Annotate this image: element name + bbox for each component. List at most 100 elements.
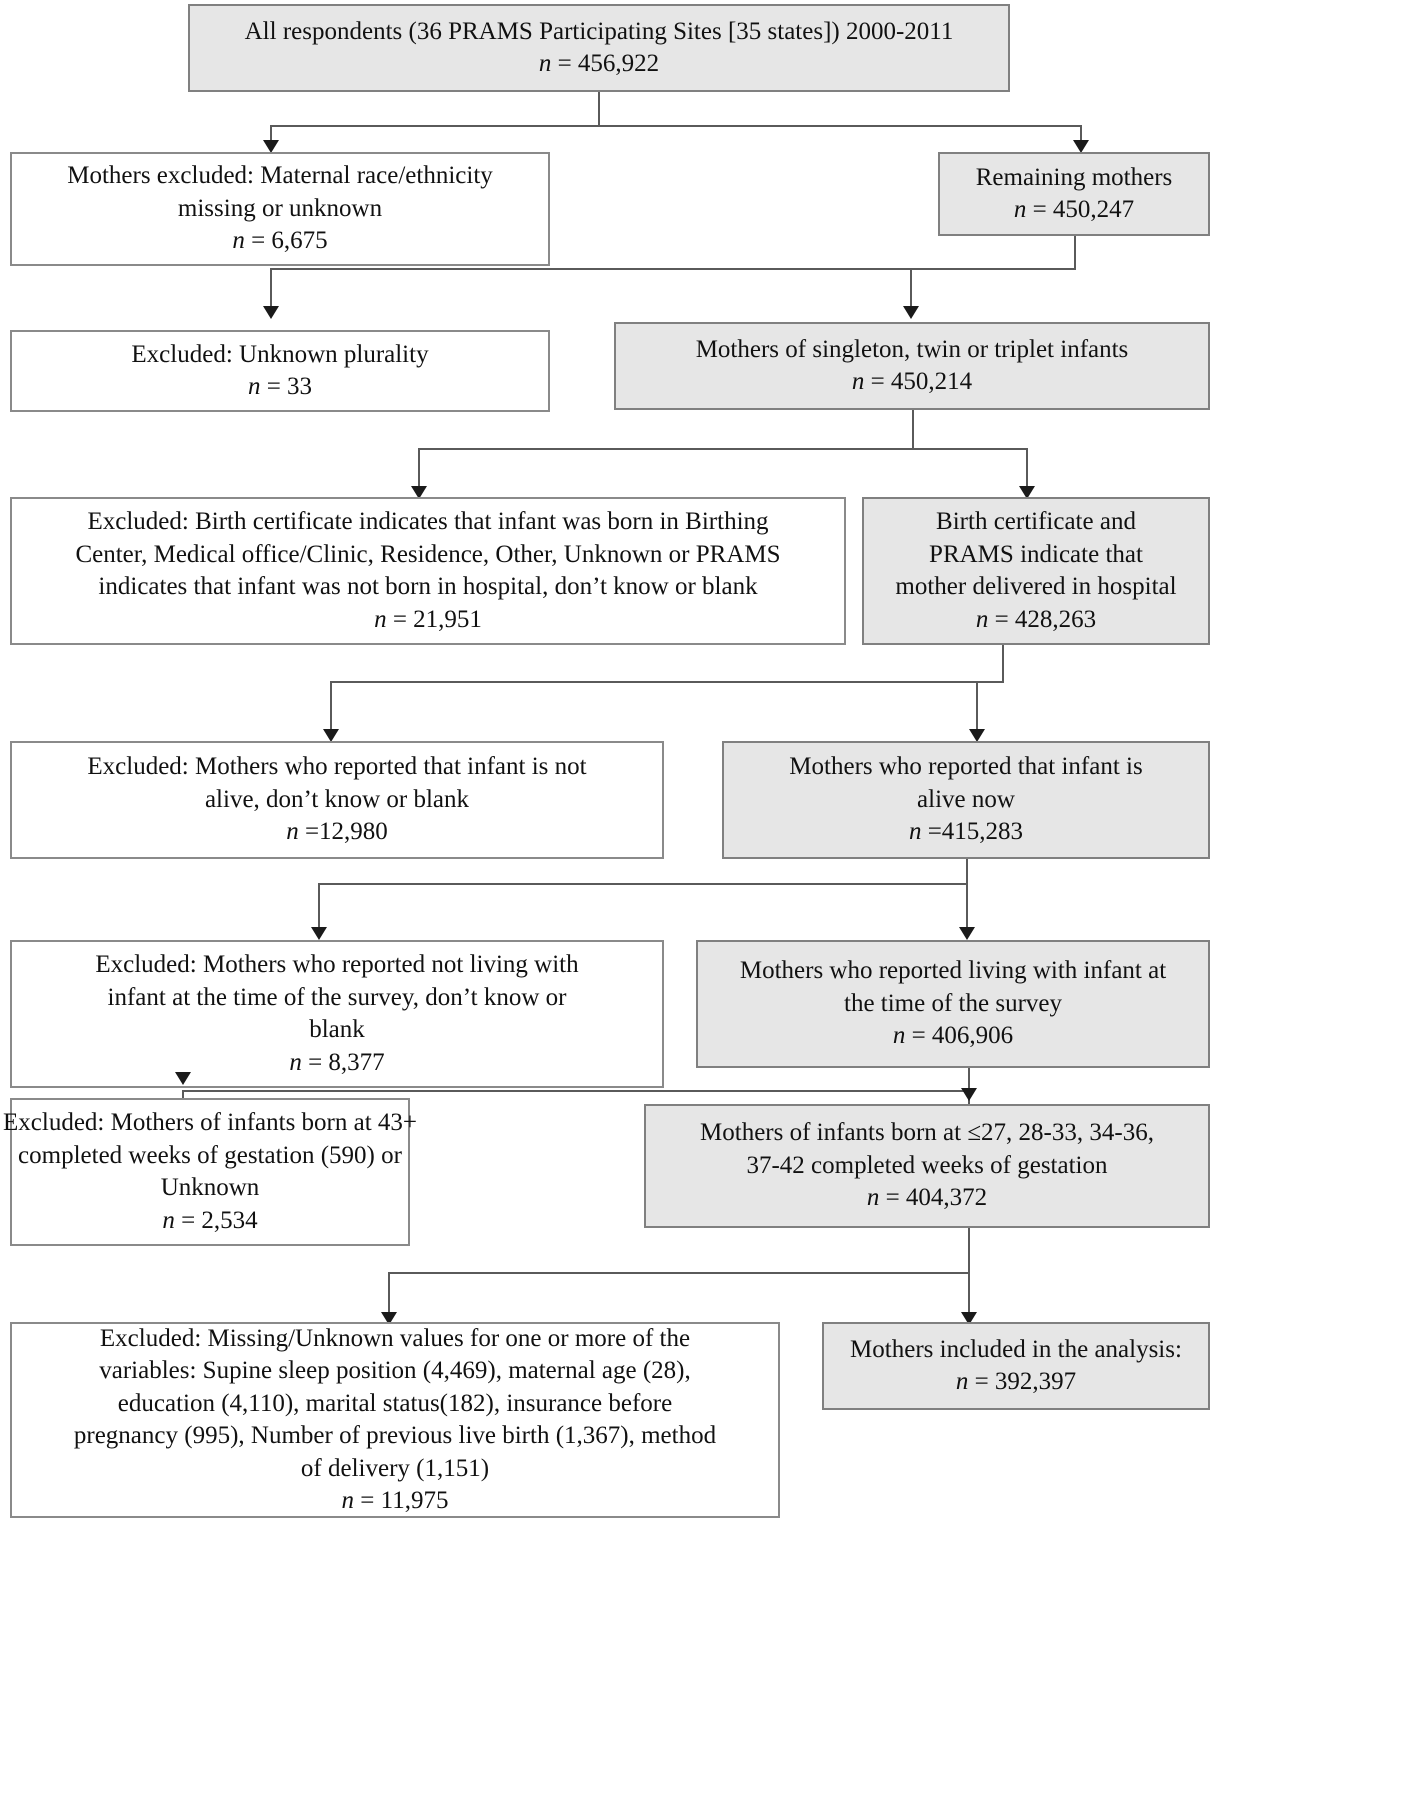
node-excluded-plurality: Excluded: Unknown plurality n = 33 — [10, 330, 550, 412]
connector-v-1 — [598, 92, 600, 126]
connector-v-5-left — [318, 883, 320, 927]
node-excluded-missing-values-n: n = 11,975 — [341, 1487, 449, 1514]
node-infant-alive: Mothers who reported that infant is aliv… — [722, 741, 1210, 859]
node-excluded-gestation-line2: completed weeks of gestation (590) or — [18, 1141, 402, 1169]
connector-h-5 — [318, 883, 968, 885]
node-excluded-plurality-n: n = 33 — [247, 373, 313, 400]
connector-v-1-left — [270, 125, 272, 151]
node-excluded-gestation-n: n = 2,534 — [162, 1206, 258, 1234]
node-remaining-mothers-n: n = 450,247 — [1013, 196, 1135, 223]
node-delivered-in-hospital-line2: PRAMS indicate that — [929, 540, 1143, 568]
node-excluded-race-n: n = 6,675 — [232, 227, 328, 255]
node-excluded-not-living-with-line1: Excluded: Mothers who reported not livin… — [95, 951, 579, 978]
connector-h-1 — [270, 125, 1082, 127]
node-all-respondents-n: n = 456,922 — [538, 50, 660, 77]
connector-v-3-right — [1026, 448, 1028, 486]
connector-v-3-left — [418, 448, 420, 486]
node-excluded-not-alive-line2: alive, don’t know or blank — [204, 785, 470, 813]
arrow-to-delivered-in-hospital — [1019, 486, 1035, 499]
node-living-with-infant-line1: Mothers who reported living with infant … — [739, 957, 1167, 985]
connector-h-6 — [182, 1090, 970, 1092]
node-excluded-missing-values-line2: variables: Supine sleep position (4,469)… — [99, 1357, 691, 1384]
node-living-with-infant-n: n = 406,906 — [892, 1022, 1014, 1050]
connector-v-4-right — [976, 681, 978, 729]
node-excluded-not-alive-line1: Excluded: Mothers who reported that infa… — [87, 753, 587, 781]
node-final-included-line1: Mothers included in the analysis: — [850, 1335, 1182, 1363]
node-excluded-missing-values-line3: education (4,110), marital status(182), … — [117, 1389, 673, 1417]
node-excluded-race-line1: Mothers excluded: Maternal race/ethnicit… — [67, 162, 493, 190]
node-excluded-missing-values-line5: of delivery (1,151) — [300, 1454, 490, 1482]
connector-v-1-right — [1080, 125, 1082, 151]
node-excluded-missing-values-line4: pregnancy (995), Number of previous live… — [73, 1422, 717, 1449]
arrow-to-excluded-birthplace — [411, 486, 427, 499]
connector-v-3 — [912, 410, 914, 450]
node-excluded-birthplace-line3: indicates that infant was not born in ho… — [98, 573, 758, 600]
node-remaining-mothers: Remaining mothers n = 450,247 — [938, 152, 1210, 236]
arrow-to-excluded-missing-values — [381, 1312, 397, 1325]
node-excluded-not-living-with-line2: infant at the time of the survey, don’t … — [107, 983, 567, 1011]
connector-h-3 — [418, 448, 1028, 450]
node-excluded-not-living-with-n: n = 8,377 — [289, 1048, 385, 1076]
arrow-to-excluded-not-alive — [323, 729, 339, 742]
node-all-respondents-line1: All respondents (36 PRAMS Participating … — [244, 17, 954, 45]
connector-v-4 — [1002, 645, 1004, 683]
node-delivered-in-hospital-line3: mother delivered in hospital — [895, 573, 1177, 600]
node-excluded-missing-values: Excluded: Missing/Unknown values for one… — [10, 1322, 780, 1518]
connector-v-2 — [1074, 236, 1076, 270]
node-excluded-birthplace-line1: Excluded: Birth certificate indicates th… — [87, 508, 769, 535]
arrow-to-remaining-mothers — [1073, 140, 1089, 153]
node-infant-alive-line1: Mothers who reported that infant is — [789, 753, 1143, 781]
connector-v-7 — [968, 1228, 970, 1274]
connector-v-5 — [966, 859, 968, 885]
node-living-with-infant: Mothers who reported living with infant … — [696, 940, 1210, 1068]
connector-v-7-left — [388, 1272, 390, 1312]
node-gestation-included-line2: 37-42 completed weeks of gestation — [746, 1151, 1108, 1179]
node-singleton-twin-triplet: Mothers of singleton, twin or triplet in… — [614, 322, 1210, 410]
node-delivered-in-hospital: Birth certificate and PRAMS indicate tha… — [862, 497, 1210, 645]
node-final-included-n: n = 392,397 — [955, 1368, 1077, 1395]
node-remaining-mothers-line1: Remaining mothers — [975, 163, 1173, 191]
node-excluded-race: Mothers excluded: Maternal race/ethnicit… — [10, 152, 550, 266]
connector-v-5-right — [966, 883, 968, 927]
connector-v-6 — [968, 1068, 970, 1092]
node-gestation-included-line1: Mothers of infants born at ≤27, 28-33, 3… — [700, 1119, 1154, 1147]
node-final-included: Mothers included in the analysis: n = 39… — [822, 1322, 1210, 1410]
connector-v-4-left — [330, 681, 332, 729]
arrow-to-gestation-included — [961, 1088, 977, 1101]
node-all-respondents: All respondents (36 PRAMS Participating … — [188, 4, 1010, 92]
node-gestation-included-n: n = 404,372 — [866, 1184, 988, 1212]
arrow-to-excluded-not-living-with — [311, 927, 327, 940]
node-excluded-missing-values-line1: Excluded: Missing/Unknown values for one… — [99, 1324, 691, 1352]
connector-h-4 — [330, 681, 1004, 683]
node-excluded-gestation-line1: Excluded: Mothers of infants born at 43+ — [3, 1109, 418, 1136]
arrow-to-excluded-race — [263, 140, 279, 153]
node-gestation-included: Mothers of infants born at ≤27, 28-33, 3… — [644, 1104, 1210, 1228]
node-excluded-gestation: Excluded: Mothers of infants born at 43+… — [3, 1098, 417, 1246]
node-excluded-race-line2: missing or unknown — [177, 194, 383, 222]
node-living-with-infant-line2: the time of the survey — [844, 989, 1062, 1017]
node-infant-alive-n: n =415,283 — [908, 818, 1024, 846]
arrow-to-excluded-gestation — [175, 1072, 191, 1085]
node-excluded-not-alive-n: n =12,980 — [286, 818, 388, 846]
arrow-to-excluded-plurality — [263, 306, 279, 319]
arrow-to-infant-alive — [969, 729, 985, 742]
node-excluded-not-alive: Excluded: Mothers who reported that infa… — [10, 741, 664, 859]
arrow-to-final-included — [961, 1312, 977, 1325]
connector-v-2-right — [910, 268, 912, 306]
node-excluded-not-living-with-line3: blank — [309, 1016, 365, 1043]
node-singleton-twin-triplet-n: n = 450,214 — [851, 368, 973, 395]
connector-v-7-right — [968, 1272, 970, 1312]
node-excluded-birthplace-n: n = 21,951 — [374, 605, 482, 633]
node-excluded-birthplace-line2: Center, Medical office/Clinic, Residence… — [75, 540, 781, 568]
node-infant-alive-line2: alive now — [917, 785, 1015, 813]
connector-v-2-left — [270, 268, 272, 306]
node-excluded-not-living-with: Excluded: Mothers who reported not livin… — [10, 940, 664, 1088]
connector-h-2 — [270, 268, 1076, 270]
arrow-to-living-with-infant — [959, 927, 975, 940]
connector-h-7 — [388, 1272, 970, 1274]
node-excluded-birthplace: Excluded: Birth certificate indicates th… — [10, 497, 846, 645]
node-excluded-plurality-line1: Excluded: Unknown plurality — [131, 340, 429, 368]
node-delivered-in-hospital-line1: Birth certificate and — [936, 508, 1136, 535]
node-singleton-twin-triplet-line1: Mothers of singleton, twin or triplet in… — [695, 335, 1129, 363]
